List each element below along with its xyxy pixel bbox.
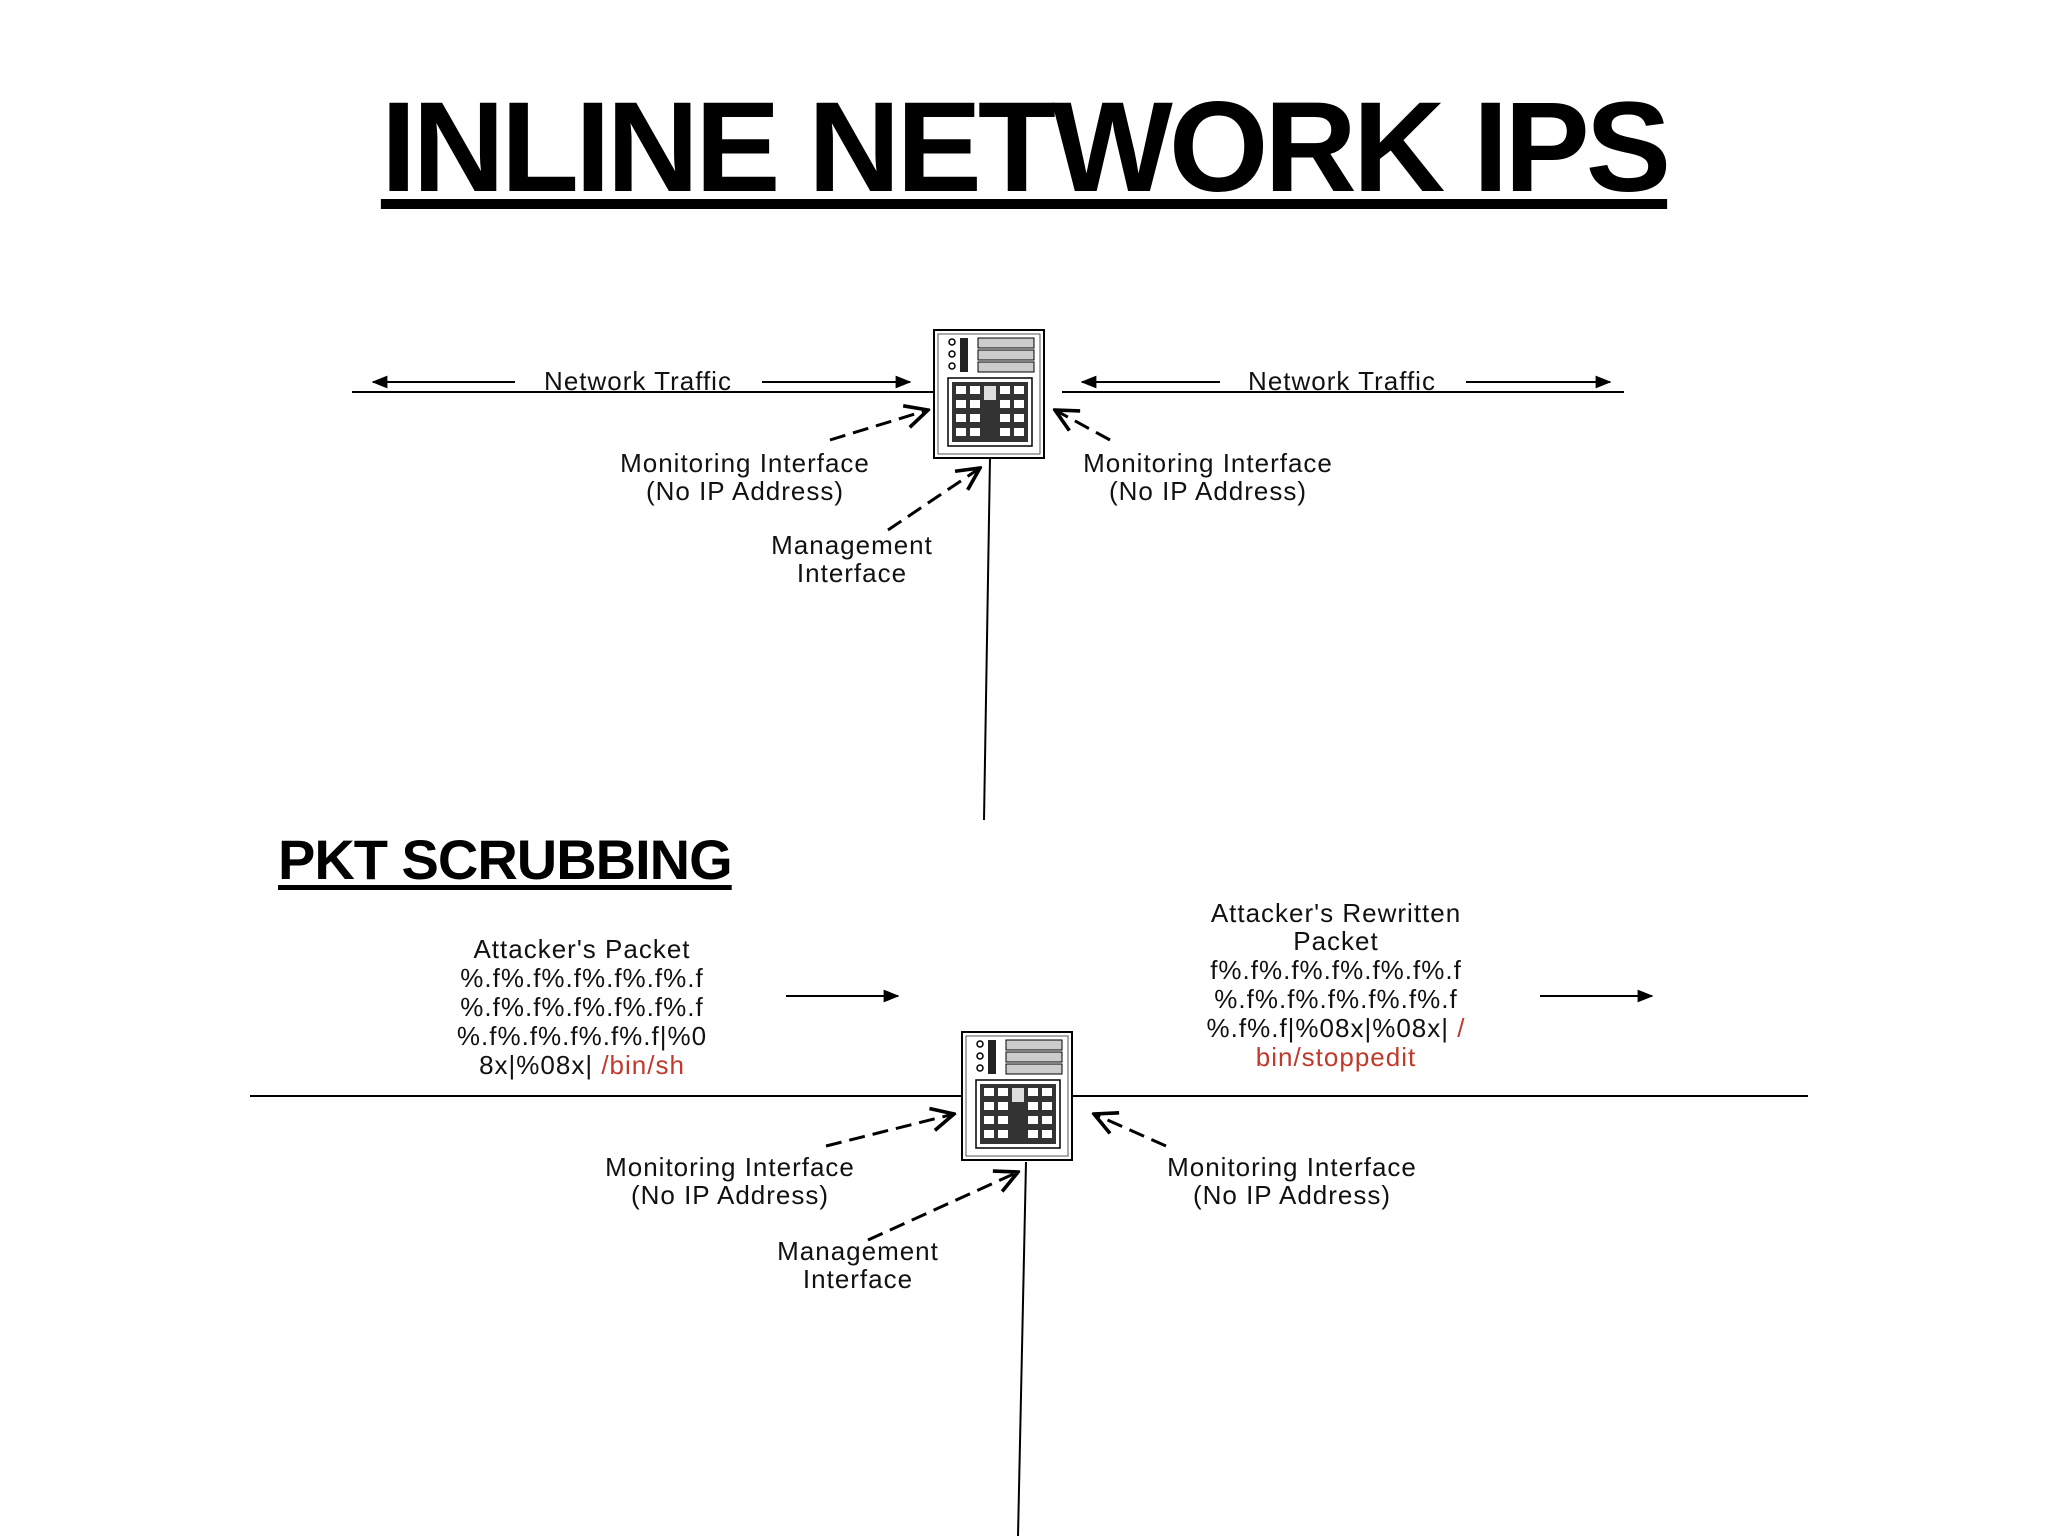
page-title: INLINE NETWORK IPS (0, 78, 2048, 218)
mon-left-label-2a: Monitoring Interface (605, 1152, 855, 1182)
rewritten-line-3-text: %.f%.f|%08x|%08x| (1207, 1013, 1449, 1043)
rewritten-payload: bin/stoppedit (1256, 1042, 1416, 1072)
attacker-packet-line-3: %.f%.f%.f%.f%.f|%0 (457, 1021, 707, 1051)
diagram-scrubbing: Attacker's Packet %.f%.f%.f%.f%.f%.f %.f… (250, 898, 1808, 1536)
mon-right-pointer-2 (1094, 1114, 1167, 1148)
mon-left-label-2: (No IP Address) (646, 476, 844, 506)
mon-left-pointer-2 (825, 1114, 954, 1148)
mon-right-pointer (1055, 410, 1111, 442)
mgmt-pointer (887, 468, 980, 532)
rewritten-line-3: %.f%.f|%08x|%08x| / (1207, 1013, 1466, 1043)
mon-right-label-2b: (No IP Address) (1193, 1180, 1391, 1210)
rewritten-title-1: Attacker's Rewritten (1211, 898, 1461, 928)
mon-right-label-1: Monitoring Interface (1083, 448, 1333, 478)
mgmt-pointer-2 (867, 1172, 1018, 1242)
attacker-packet-title: Attacker's Packet (473, 934, 690, 964)
ips-server-icon-2 (961, 1031, 1073, 1161)
section-heading: PKT SCRUBBING (278, 828, 733, 891)
attacker-packet-payload: /bin/sh (601, 1050, 685, 1080)
mgmt-label-1: Management (771, 530, 933, 560)
mon-right-label-2: (No IP Address) (1109, 476, 1307, 506)
mgmt-label-2b: Interface (803, 1264, 913, 1294)
management-cable (983, 457, 991, 821)
mon-left-pointer (829, 410, 928, 442)
attacker-packet-line-1: %.f%.f%.f%.f%.f%.f (460, 963, 703, 993)
page-title-text: INLINE NETWORK IPS (380, 76, 1671, 219)
attacker-packet-line-4: 8x|%08x| /bin/sh (479, 1050, 685, 1080)
ips-server-icon (933, 329, 1045, 459)
rewritten-line-1: f%.f%.f%.f%.f%.f%.f (1210, 955, 1462, 985)
rewritten-line-2: %.f%.f%.f%.f%.f%.f (1214, 984, 1457, 1014)
mgmt-label-2a: Management (777, 1236, 939, 1266)
diagram-inline: Network Traffic Network Traffic Monitori… (352, 329, 1624, 821)
mgmt-label-2: Interface (797, 558, 907, 588)
mon-right-label-2a: Monitoring Interface (1167, 1152, 1417, 1182)
traffic-label-left: Network Traffic (544, 366, 732, 396)
management-cable-2 (1017, 1161, 1027, 1536)
traffic-label-right: Network Traffic (1248, 366, 1436, 396)
mon-left-label-2b: (No IP Address) (631, 1180, 829, 1210)
attacker-packet-line-4-text: 8x|%08x| (479, 1050, 593, 1080)
rewritten-title-2: Packet (1293, 926, 1379, 956)
attacker-packet-line-2: %.f%.f%.f%.f%.f%.f (460, 992, 703, 1022)
mon-left-label-1: Monitoring Interface (620, 448, 870, 478)
rewritten-line-3-slash: / (1457, 1013, 1465, 1043)
